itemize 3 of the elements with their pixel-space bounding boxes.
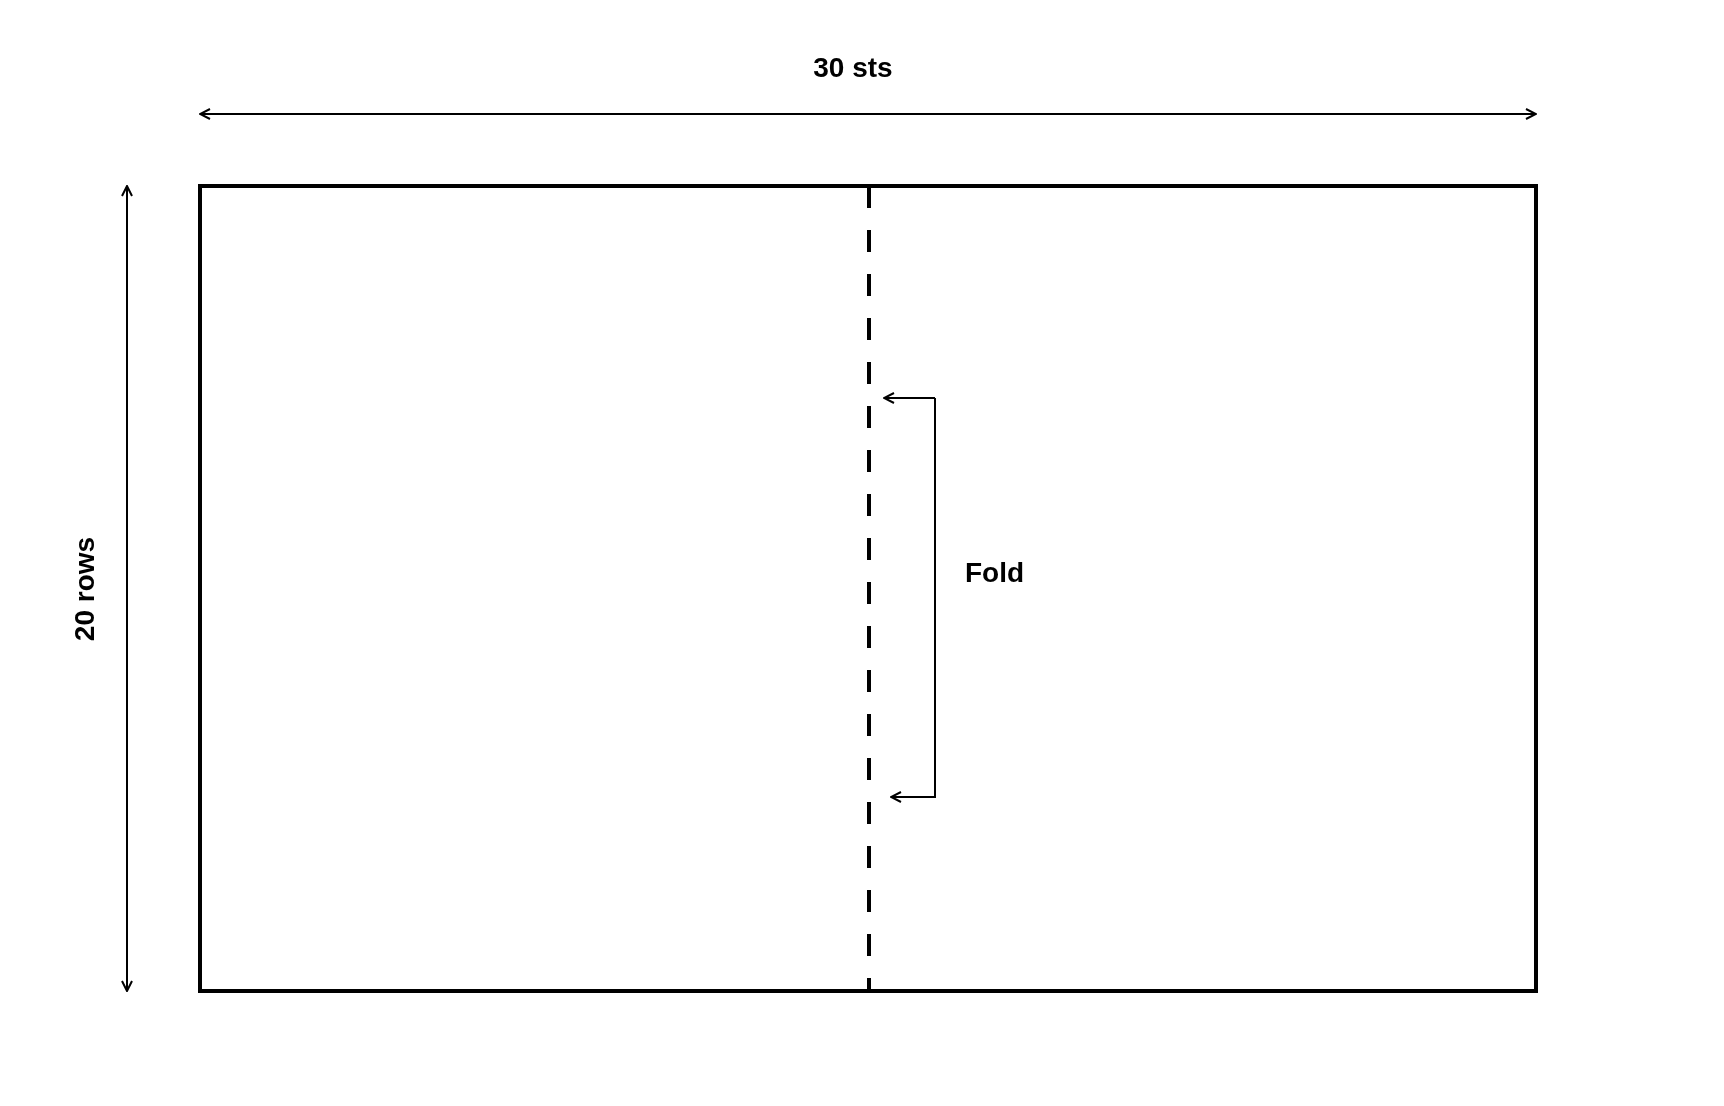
dimension-label: 30 sts [813, 54, 893, 82]
dimension-label: 20 rows [71, 536, 99, 642]
fold-label: Fold [965, 559, 1025, 587]
